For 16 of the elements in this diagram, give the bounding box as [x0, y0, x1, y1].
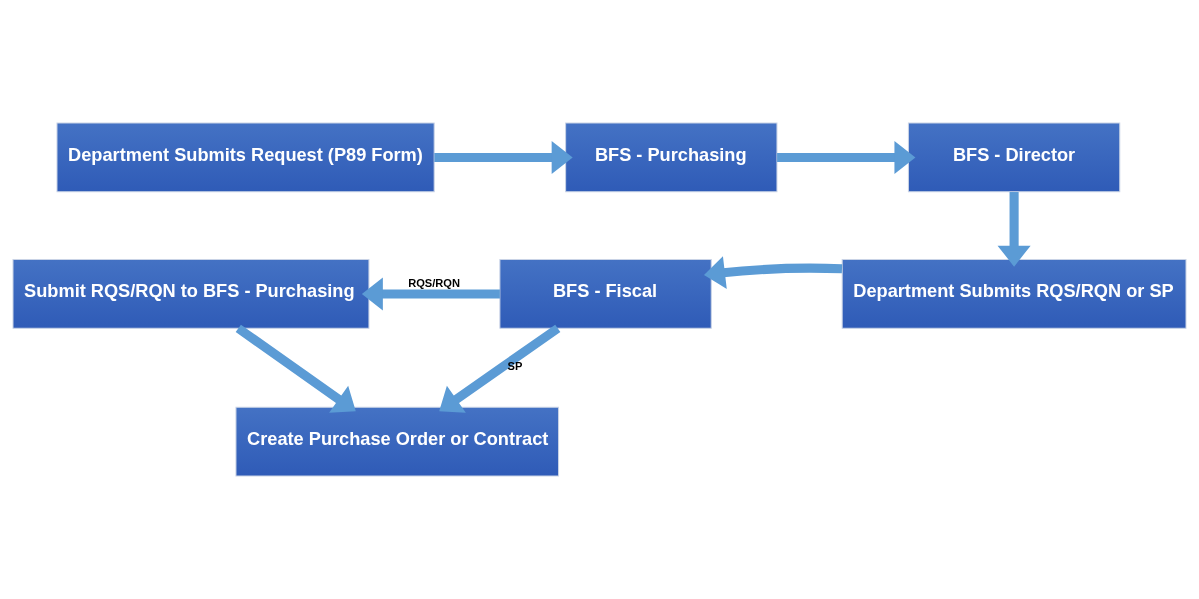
node-box: Department Submits RQS/RQN or SP	[841, 259, 1187, 329]
arrow	[235, 324, 356, 413]
arrow	[997, 192, 1031, 267]
node-box: Create Purchase Order or Contract	[235, 406, 560, 477]
edge-label: SP	[507, 359, 523, 372]
arrow	[434, 140, 573, 174]
node-box: BFS - Fiscal	[499, 259, 712, 329]
arrow	[439, 324, 561, 413]
arrow	[777, 140, 916, 174]
edge-label: RQS/RQN	[408, 276, 460, 289]
node-box: BFS - Director	[907, 122, 1121, 193]
node-box: Department Submits Request (P89 Form)	[56, 122, 435, 193]
arrow	[361, 277, 500, 311]
node-box: BFS - Purchasing	[565, 122, 778, 193]
arrow	[704, 256, 843, 290]
node-box: Submit RQS/RQN to BFS - Purchasing	[12, 259, 370, 329]
